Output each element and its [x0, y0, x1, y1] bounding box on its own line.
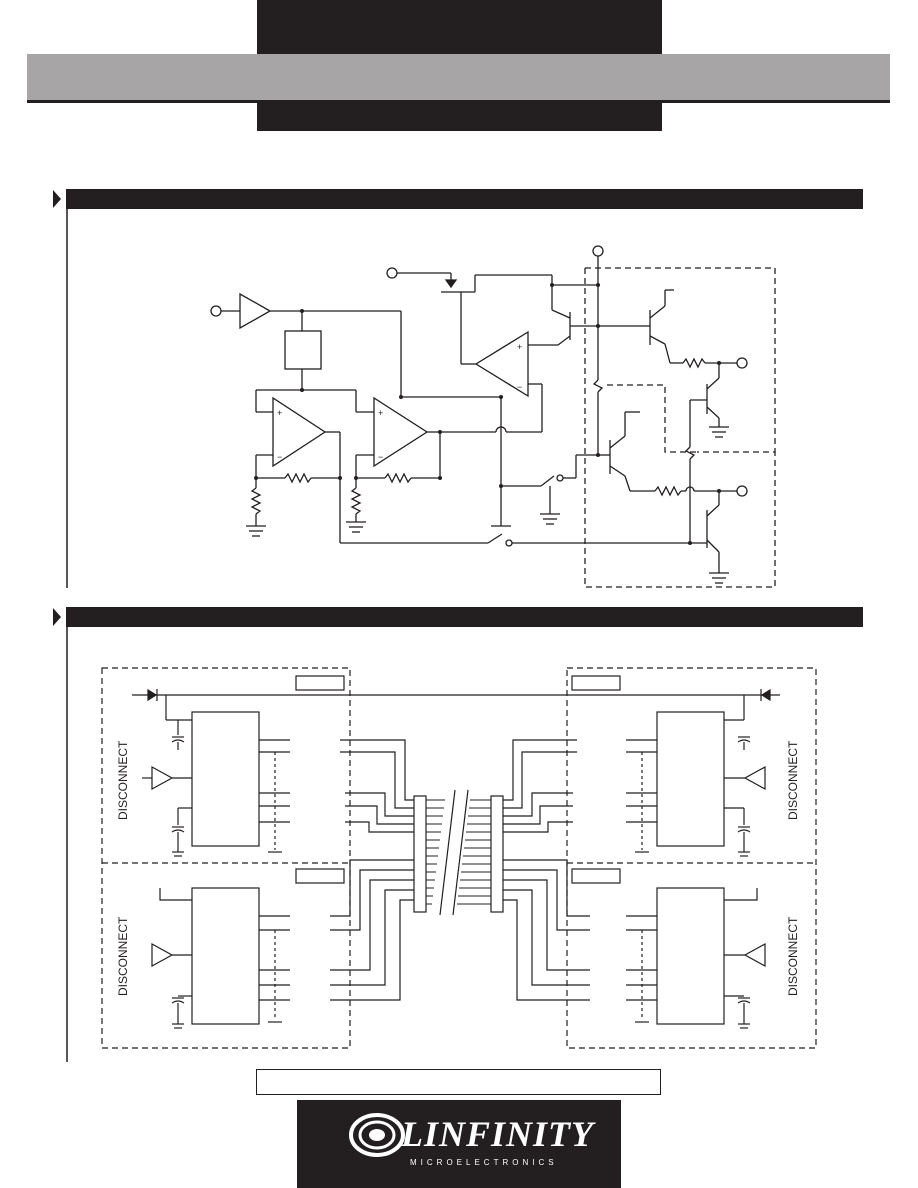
logo-text: LINFINITY [401, 1114, 595, 1154]
section-1-title-bar [66, 189, 863, 209]
logo-block: LINFINITY MICROELECTRONICS [297, 1100, 621, 1188]
disconnect-label-left-bottom: DISCONNECT [116, 916, 130, 996]
svg-text:−: − [277, 452, 282, 462]
section-1-arrow [53, 190, 61, 208]
header-top-bar [257, 0, 662, 54]
disconnect-label-right-bottom: DISCONNECT [786, 916, 800, 996]
svg-text:−: − [517, 382, 522, 392]
disconnect-label-right-top: DISCONNECT [786, 740, 800, 820]
footer-caption-box [256, 1069, 661, 1095]
section-2-diagram: DISCONNECT DISCONNECT DISCONNECT DISCONN… [53, 607, 863, 1062]
svg-text:+: + [277, 408, 282, 418]
section-1-diagram: + − + − + − [53, 189, 863, 588]
disconnect-label-left-top: DISCONNECT [116, 740, 130, 820]
section-2-arrow [53, 608, 61, 626]
logo-swirl-icon [349, 1113, 405, 1157]
section-2-title-bar [66, 607, 863, 627]
header-bottom-bar [257, 100, 662, 131]
logo-subtext: MICROELECTRONICS [410, 1158, 558, 1167]
svg-text:+: + [378, 408, 383, 418]
svg-text:−: − [378, 452, 383, 462]
svg-text:+: + [517, 342, 522, 352]
